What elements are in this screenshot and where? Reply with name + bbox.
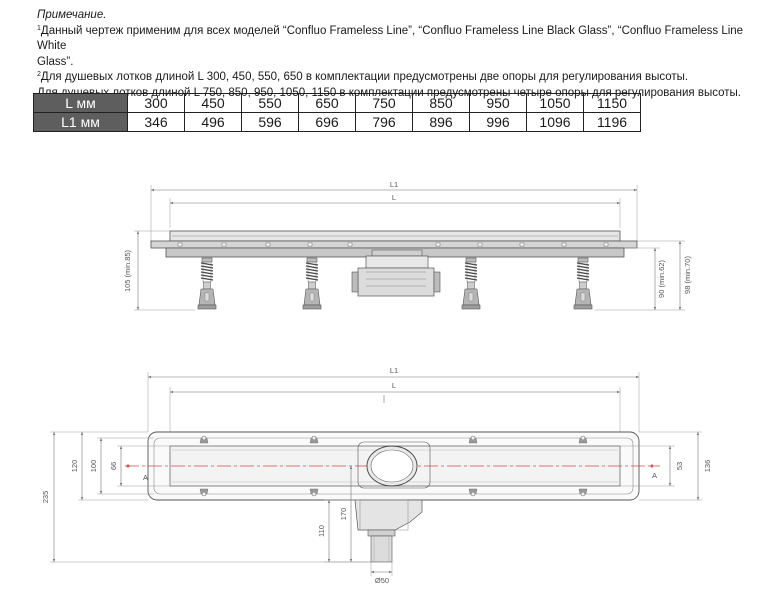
table-row-L: L мм 300 450 550 650 750 850 950 1050 11… — [33, 93, 641, 113]
top-dim-100: 100 — [89, 460, 98, 473]
note-1: 1Данный чертеж применим для всех моделей… — [37, 24, 757, 55]
note-2-mark: 2 — [37, 71, 41, 78]
side-dim-height-left: 105 (min.85) — [123, 249, 132, 292]
notes-title: Примечание. — [37, 9, 107, 21]
top-dim-53: 53 — [675, 462, 684, 470]
support-leg-icon — [302, 257, 322, 310]
note-2: 2Для душевых лотков длиной L 300, 450, 5… — [37, 70, 757, 86]
outlet-plan — [354, 441, 431, 563]
top-dim-235: 235 — [41, 491, 50, 504]
table-cell: 650 — [298, 93, 356, 113]
top-dim-136: 136 — [703, 460, 712, 473]
support-leg-icon — [197, 257, 217, 310]
top-dim-110: 110 — [317, 525, 326, 537]
table-cell: 346 — [127, 112, 185, 132]
side-dim-height-right-1: 90 (min.62) — [657, 260, 666, 298]
table-cell: 1196 — [583, 112, 641, 132]
table-cell: 796 — [355, 112, 413, 132]
outlet-siphon — [351, 249, 441, 297]
top-view: L1 L A A — [41, 366, 712, 585]
row-header-L: L мм — [33, 93, 128, 113]
section-label-left: A — [143, 473, 148, 482]
note-1-text-line-1: Данный чертеж применим для всех моделей … — [37, 24, 744, 53]
table-cell: 1096 — [526, 112, 584, 132]
note-1-text-line-2: Glass”. — [37, 55, 74, 68]
side-dim-height-right-2: 98 (min.70) — [683, 256, 692, 294]
top-dim-diameter: Ø50 — [375, 576, 389, 585]
side-view: L1 L 105 ( — [123, 180, 692, 311]
top-dim-170: 170 — [339, 508, 348, 521]
row-header-L1: L1 мм — [33, 112, 128, 132]
section-label-right: A — [652, 471, 657, 480]
table-cell: 696 — [298, 112, 356, 132]
table-cell: 896 — [412, 112, 470, 132]
table-cell: 996 — [469, 112, 527, 132]
table-cell: 596 — [241, 112, 299, 132]
table-cell: 1150 — [583, 93, 641, 113]
side-dim-L: L — [392, 193, 396, 202]
top-dim-L: L — [392, 381, 396, 390]
note-1-mark: 1 — [37, 24, 41, 32]
side-dim-L1: L1 — [390, 180, 398, 189]
support-leg-icon — [461, 257, 481, 310]
top-dim-L1: L1 — [390, 366, 398, 375]
top-dim-66: 66 — [109, 462, 118, 470]
top-dim-120: 120 — [70, 460, 79, 473]
support-leg-icon — [573, 257, 593, 310]
table-cell: 450 — [184, 93, 242, 113]
dimensions-table: L мм 300 450 550 650 750 850 950 1050 11… — [33, 93, 641, 132]
table-cell: 496 — [184, 112, 242, 132]
table-row-L1: L1 мм 346 496 596 696 796 896 996 1096 1… — [33, 112, 641, 132]
note-2-text-line-1: Для душевых лотков длиной L 300, 450, 55… — [40, 71, 689, 83]
